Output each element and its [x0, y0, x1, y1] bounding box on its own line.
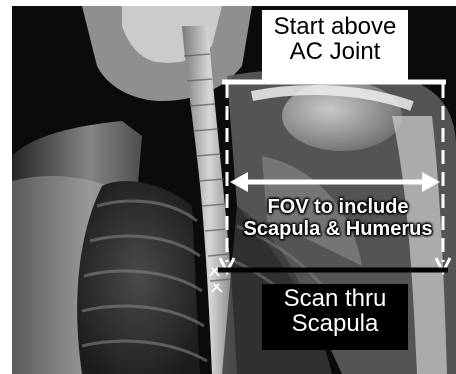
fov-label-line2: Scapula & Humerus — [226, 218, 450, 240]
fov-label-line1: FOV to include — [226, 196, 450, 218]
bottom-label: Scan thru Scapula — [262, 284, 408, 350]
top-label-line1: Start above — [262, 14, 408, 39]
top-label: Start above AC Joint — [262, 10, 408, 80]
fov-right-arrowhead — [422, 172, 440, 192]
fov-left-arrowhead — [230, 172, 248, 192]
fov-label: FOV to include Scapula & Humerus — [226, 196, 450, 240]
bottom-label-line2: Scapula — [262, 311, 408, 336]
top-label-line2: AC Joint — [262, 39, 408, 64]
bottom-label-line1: Scan thru — [262, 286, 408, 311]
